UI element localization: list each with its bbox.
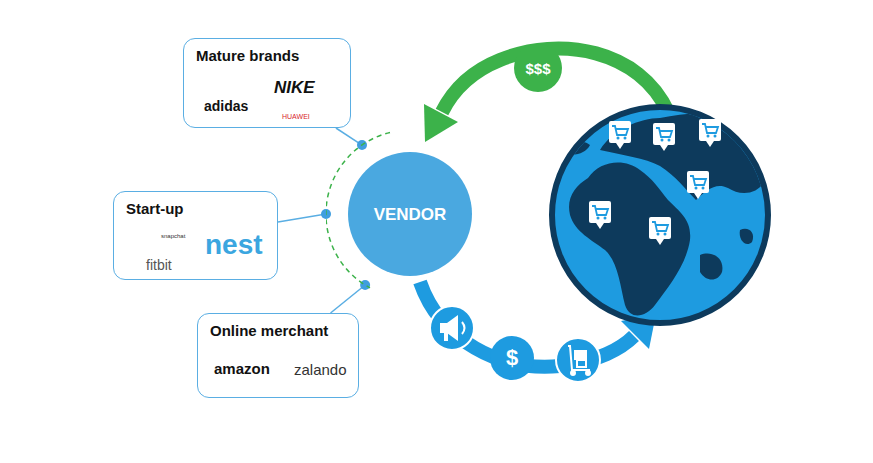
callout-pointer xyxy=(331,280,371,313)
brand-logo: amazon xyxy=(214,361,270,376)
callout-heading: Start-up xyxy=(126,201,184,216)
price-circle: $ xyxy=(490,336,534,380)
brand-logo: snapchat xyxy=(161,233,185,239)
brand-logo: NIKE xyxy=(274,79,315,96)
callout-box: Mature brands adidas NIKE HUAWEI xyxy=(183,38,351,128)
globe xyxy=(552,107,768,323)
brand-logo: adidas xyxy=(204,99,248,113)
callout-heading: Online merchant xyxy=(210,323,328,338)
node-label: VENDOR xyxy=(374,206,447,223)
brand-logo: zalando xyxy=(294,362,347,377)
callout-pointer xyxy=(278,209,331,222)
brand-logo: fitbit xyxy=(146,258,172,272)
money-circle: $$$ xyxy=(514,44,562,92)
callout-box: Start-up snapchat nest fitbit xyxy=(113,191,278,280)
callout-box: Online merchant amazon zalando xyxy=(197,313,359,398)
brand-logo: HUAWEI xyxy=(282,113,310,120)
callout-heading: Mature brands xyxy=(196,48,299,63)
vendor-circle: VENDOR xyxy=(326,130,494,298)
callout-pointer xyxy=(336,128,367,150)
megaphone-icon xyxy=(440,315,465,341)
brand-logo: nest xyxy=(205,231,263,259)
node-label: $ xyxy=(506,347,518,369)
trolley-icon xyxy=(568,346,590,375)
node-label: $$$ xyxy=(525,61,550,76)
